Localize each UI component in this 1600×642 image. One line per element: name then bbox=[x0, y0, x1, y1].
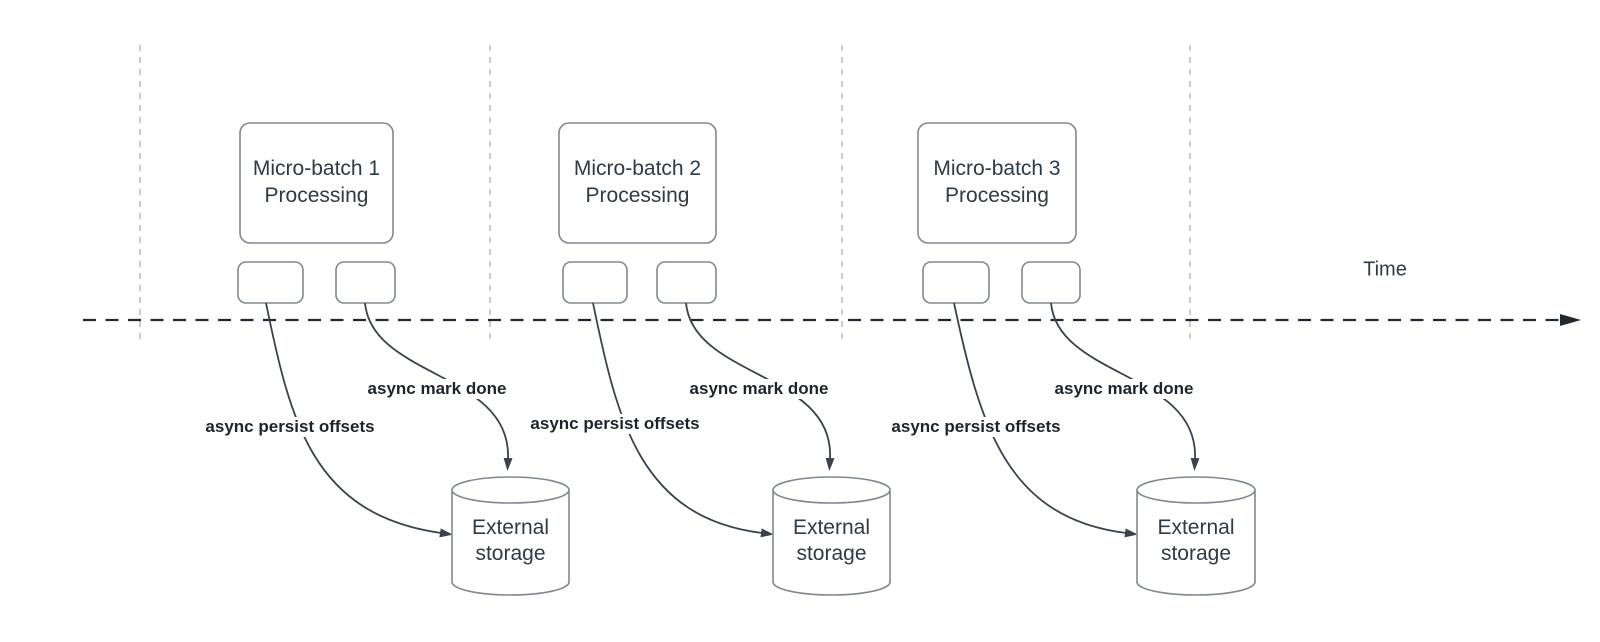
persist-source-rect bbox=[922, 261, 990, 304]
box-label-line: Micro-batch 2 bbox=[573, 157, 702, 180]
storage-label-line: External bbox=[1157, 516, 1235, 539]
micro-batch-box bbox=[917, 122, 1077, 244]
storage-label-line: External bbox=[471, 516, 550, 539]
external-storage-cylinder bbox=[451, 476, 570, 596]
persist-source-rect bbox=[237, 261, 304, 304]
micro-batch-box-label: Micro-batch 3 Processing bbox=[918, 150, 1076, 214]
persist-offsets-label: async persist offsets bbox=[527, 414, 703, 434]
mark-done-arrow bbox=[364, 302, 513, 471]
mark-source-rect bbox=[656, 261, 717, 304]
mark-done-arrow bbox=[685, 302, 835, 471]
persist-offsets-label: async persist offsets bbox=[888, 417, 1064, 437]
persist-source-rect bbox=[562, 261, 628, 304]
time-label: Time bbox=[1363, 258, 1407, 281]
persist-offsets-label: async persist offsets bbox=[202, 417, 378, 437]
box-label-line: Processing bbox=[585, 184, 690, 207]
time-axis-arrowhead-icon bbox=[1560, 314, 1581, 326]
persist-offsets-arrow bbox=[953, 302, 1138, 538]
external-storage-label: External storage bbox=[773, 477, 890, 595]
box-label-line: Micro-batch 3 bbox=[933, 157, 1061, 180]
box-label-line: Processing bbox=[945, 184, 1049, 207]
box-label-line: Processing bbox=[264, 184, 369, 207]
storage-label-line: storage bbox=[475, 542, 546, 565]
micro-batch-box-label: Micro-batch 2 Processing bbox=[559, 150, 716, 214]
box-label-line: Micro-batch 1 bbox=[252, 157, 381, 180]
persist-offsets-arrow bbox=[592, 302, 774, 538]
storage-label-line: storage bbox=[1160, 542, 1232, 565]
storage-label-line: External bbox=[792, 516, 871, 539]
mark-source-rect bbox=[1021, 261, 1081, 304]
mark-source-rect bbox=[335, 261, 396, 304]
micro-batch-box bbox=[558, 122, 717, 244]
mark-done-label: async mark done bbox=[686, 379, 832, 399]
mark-done-arrow bbox=[1050, 302, 1200, 471]
external-storage-cylinder bbox=[1136, 476, 1256, 596]
external-storage-label: External storage bbox=[1137, 477, 1255, 595]
persist-offsets-arrow bbox=[265, 302, 453, 538]
external-storage-cylinder bbox=[772, 476, 891, 596]
storage-label-line: storage bbox=[796, 542, 867, 565]
micro-batch-box bbox=[239, 122, 394, 244]
micro-batch-box-label: Micro-batch 1 Processing bbox=[240, 150, 393, 214]
external-storage-label: External storage bbox=[452, 477, 569, 595]
mark-done-label: async mark done bbox=[364, 379, 510, 399]
mark-done-label: async mark done bbox=[1051, 379, 1197, 399]
